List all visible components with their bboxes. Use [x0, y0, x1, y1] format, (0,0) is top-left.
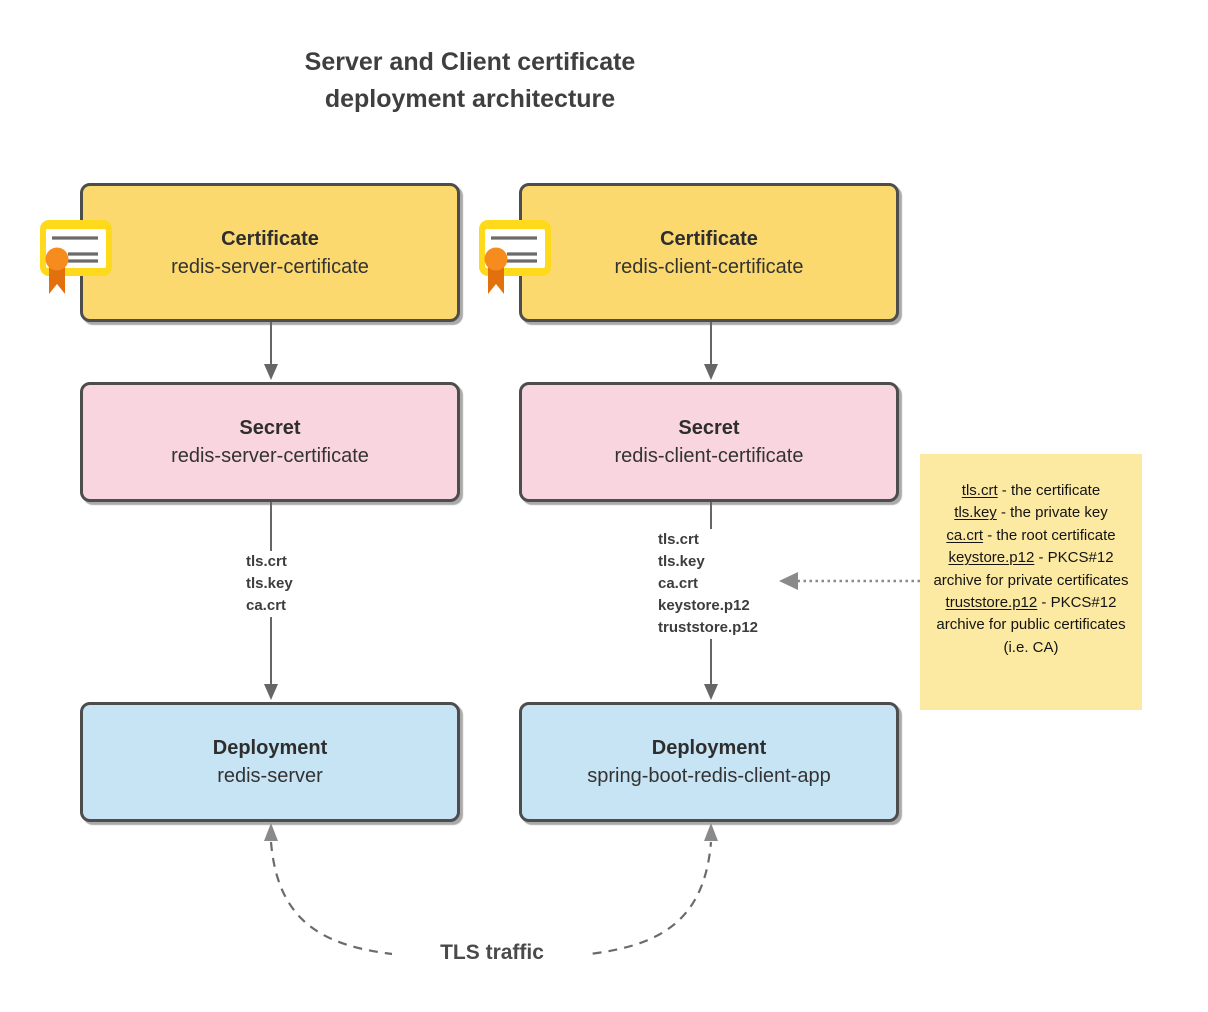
node-type-label: Secret — [239, 417, 301, 439]
arrow-cert-to-secret-server — [264, 322, 278, 380]
node-type-label: Certificate — [221, 227, 319, 250]
diagram-title-line2: deployment architecture — [324, 85, 616, 113]
node-name-label: redis-client-certificate — [614, 445, 804, 467]
server-secret-files-label: tls.crt tls.key ca.crt — [245, 551, 299, 617]
node-type-label: Deployment — [651, 737, 767, 759]
certificate-icon — [479, 220, 551, 294]
node-name-label: spring-boot-redis-client-app — [587, 765, 831, 787]
node-type-label: Certificate — [660, 227, 758, 250]
note-entry: tls.crt - the certificate — [961, 482, 1101, 499]
annotation-note: tls.crt - the certificate tls.key - the p… — [920, 454, 1142, 710]
node-name-label: redis-client-certificate — [614, 255, 804, 278]
note-entry: keystore.p12 - PKCS#12 archive for priva… — [933, 549, 1129, 589]
secret-box-client: Secret redis-client-certificate — [519, 382, 899, 502]
diagram-title: Server and Client certificate deployment… — [250, 44, 690, 118]
file-name-line: tls.key — [246, 575, 293, 592]
certificate-icon — [40, 220, 112, 294]
file-name-line: keystore.p12 — [658, 597, 750, 614]
client-secret-files-label: tls.crt tls.key ca.crt keystore.p12 truststo… — [657, 529, 765, 639]
note-pointer-arrow — [779, 572, 920, 590]
note-entry: ca.crt - the root certificate — [946, 526, 1116, 544]
file-name-line: tls.key — [658, 553, 705, 570]
note-entry: tls.key - the private key — [954, 504, 1108, 522]
certificate-box-client: Certificate redis-client-certificate — [519, 183, 899, 322]
diagram-title-line1: Server and Client certificate — [304, 48, 636, 76]
node-type-label: Secret — [678, 417, 740, 439]
tls-traffic-label: TLS traffic — [392, 941, 592, 965]
file-name-line: ca.crt — [246, 597, 287, 614]
deployment-box-client: Deployment spring-boot-redis-client-app — [519, 702, 899, 822]
node-type-label: Deployment — [212, 737, 328, 759]
certificate-box-server: Certificate redis-server-certificate — [80, 183, 460, 322]
secret-box-server: Secret redis-server-certificate — [80, 382, 460, 502]
node-name-label: redis-server-certificate — [171, 445, 369, 467]
file-name-line: tls.crt — [658, 531, 699, 548]
file-name-line: tls.crt — [246, 553, 287, 570]
arrow-cert-to-secret-client — [704, 322, 718, 380]
file-name-line: truststore.p12 — [658, 619, 759, 636]
file-name-line: ca.crt — [658, 575, 699, 592]
note-entry: truststore.p12 - PKCS#12 archive for pub… — [936, 594, 1126, 656]
deployment-box-server: Deployment redis-server — [80, 702, 460, 822]
node-name-label: redis-server — [217, 765, 323, 787]
tls-traffic-arc — [264, 823, 718, 960]
node-name-label: redis-server-certificate — [171, 255, 369, 278]
